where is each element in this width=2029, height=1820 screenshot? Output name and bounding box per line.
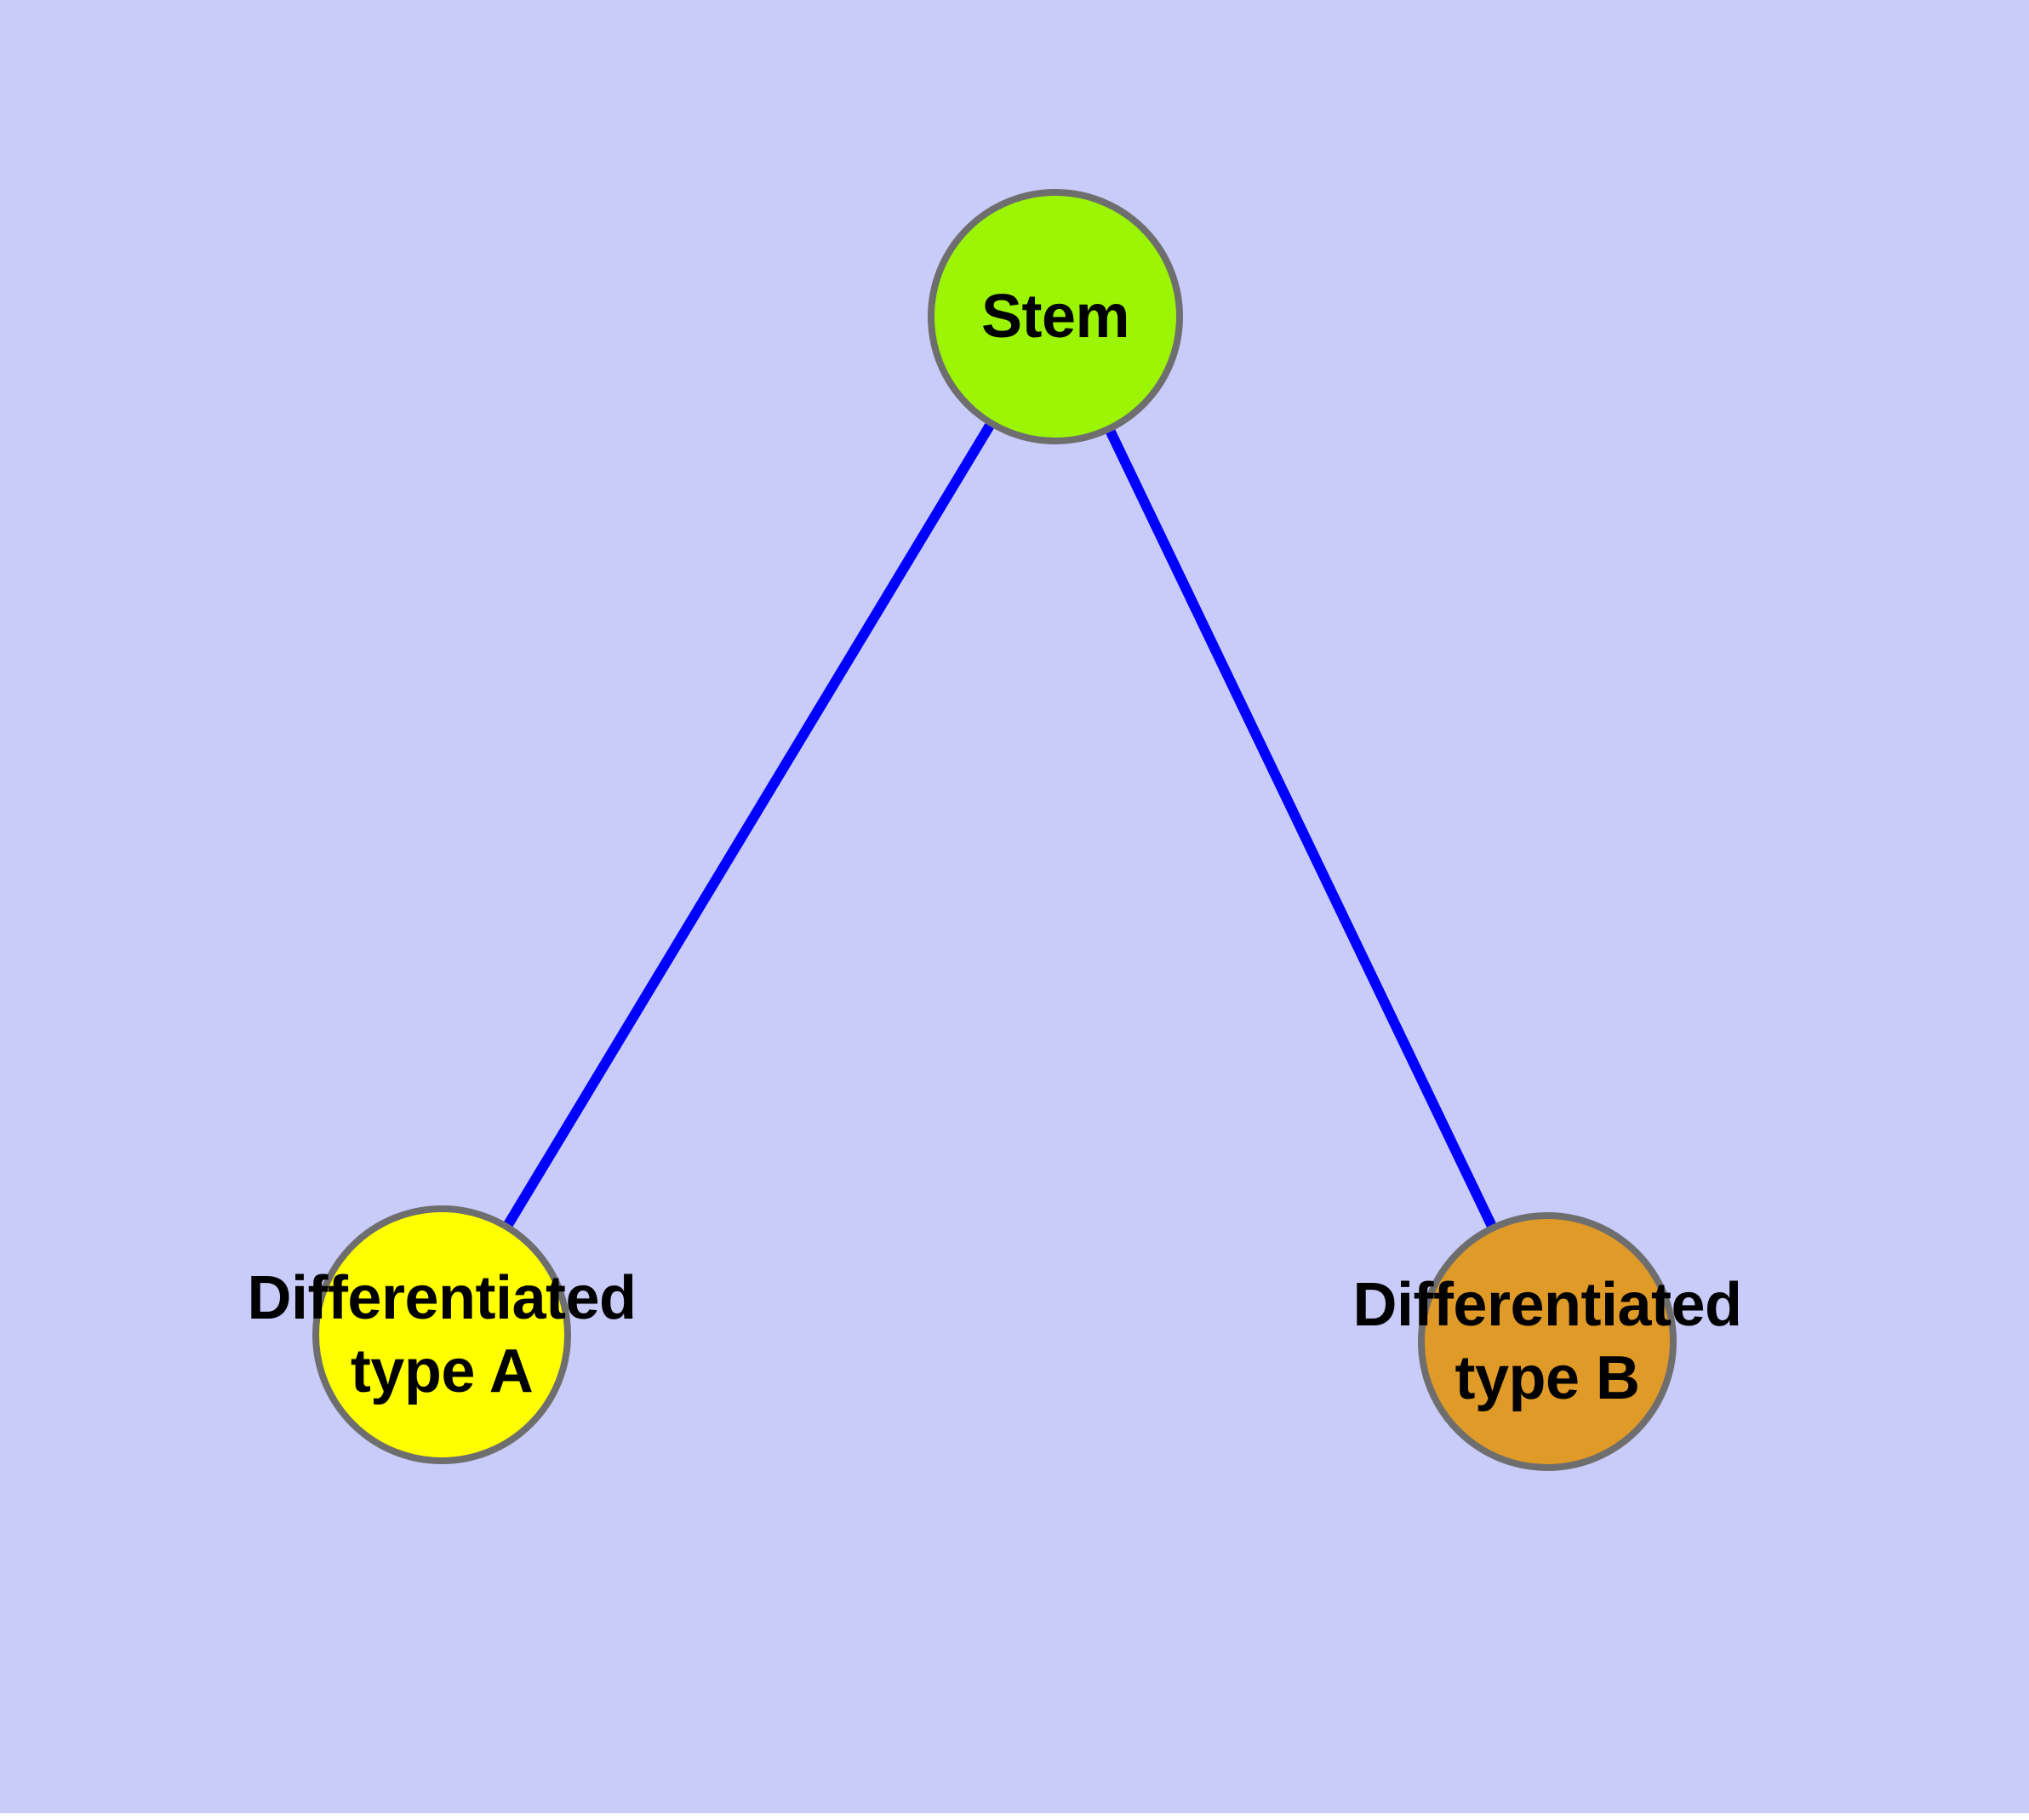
- node-differentiated-type-a[interactable]: [312, 1205, 571, 1464]
- node-stem[interactable]: [928, 189, 1183, 444]
- edge-stem-to-differentiated-type-a[interactable]: [437, 313, 1060, 1338]
- node-differentiated-type-b[interactable]: [1418, 1212, 1677, 1471]
- edge-stem-to-differentiated-type-b[interactable]: [1050, 314, 1552, 1344]
